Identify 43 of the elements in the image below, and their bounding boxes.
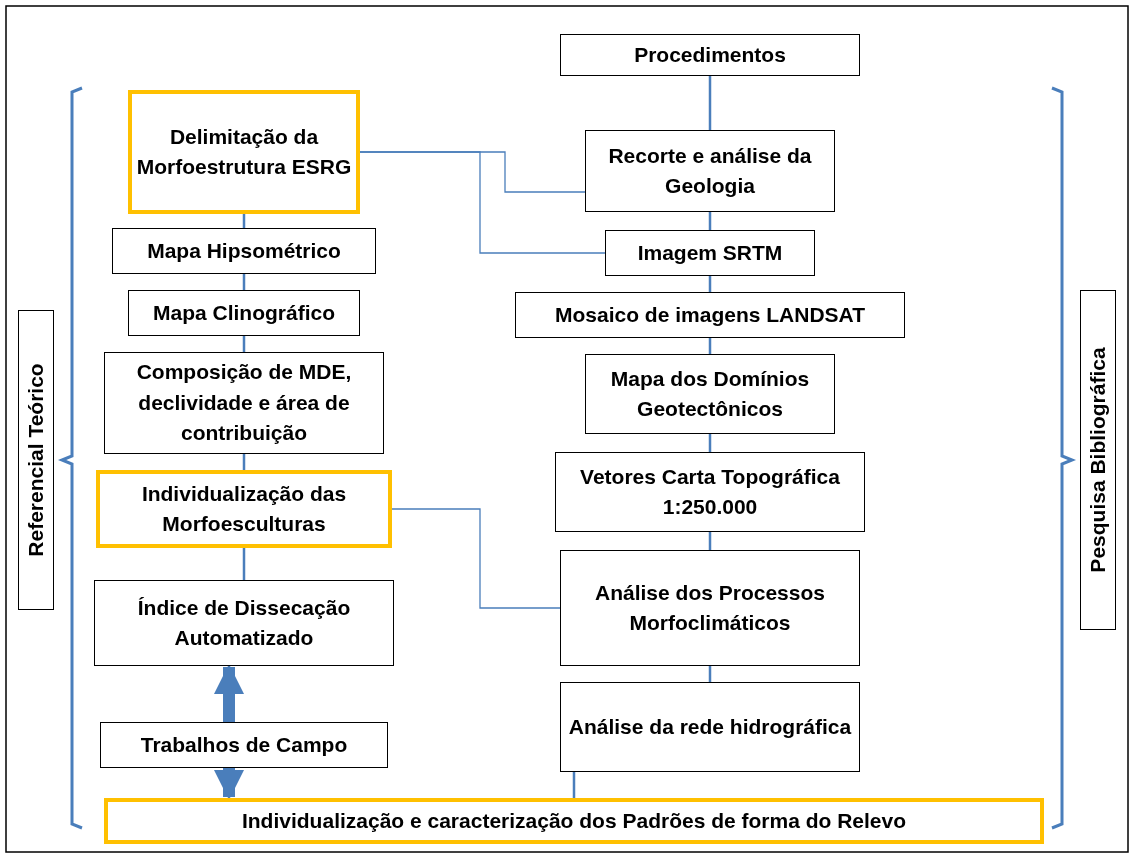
side-label-box [18,310,54,610]
process-box [605,230,815,276]
highlighted-box [96,470,392,548]
side-label-box [1080,290,1116,630]
highlighted-box [128,90,360,214]
box-label: Individualização e caracterização dos Padrões de forma do Relevo [241,807,907,834]
connector-line [708,76,712,130]
process-box [560,550,860,666]
box-label: Índice de Dissecação Automatizado [136,594,352,651]
process-box [515,292,905,338]
process-box [128,290,360,336]
connector-line [572,772,576,798]
connector-line [242,548,246,580]
block-arrow [214,768,244,800]
box-label: Imagem SRTM [637,239,783,266]
process-box [560,34,860,76]
box-label: Composição de MDE, declividade e área de contribuição [135,359,353,447]
box-label: Mapa Clinográfico [153,299,335,326]
box-label: Recorte e análise da Geologia [607,142,813,199]
box-label: Mapa Hipsométrico [147,237,341,264]
process-box [585,354,835,434]
box-label: Delimitação da Morfoestrutura ESRG [135,123,353,180]
box-label: Trabalhos de Campo [140,731,348,758]
process-box [560,682,860,772]
process-box [585,130,835,212]
process-box [94,580,394,666]
connector-line [391,508,561,609]
box-label: Análise da rede hidrográfica [568,713,852,740]
process-box [112,228,376,274]
process-box [100,722,388,768]
box-label: Pesquisa Bibliográfica [1084,347,1110,573]
box-label: Procedimentos [634,41,786,68]
box-label: Análise dos Processos Morfoclimáticos [594,579,826,636]
box-label: Mapa dos Domínios Geotectônicos [609,365,811,422]
box-label: Vetores Carta Topográfica 1:250.000 [579,463,841,520]
process-box [555,452,865,532]
connector-line [359,151,606,254]
block-arrow [214,664,244,722]
box-label: Referencial Teórico [22,363,48,557]
box-label: Individualização das Morfoesculturas [140,480,348,537]
process-box [104,352,384,454]
box-label: Mosaico de imagens LANDSAT [555,301,865,328]
highlighted-box [104,798,1044,844]
